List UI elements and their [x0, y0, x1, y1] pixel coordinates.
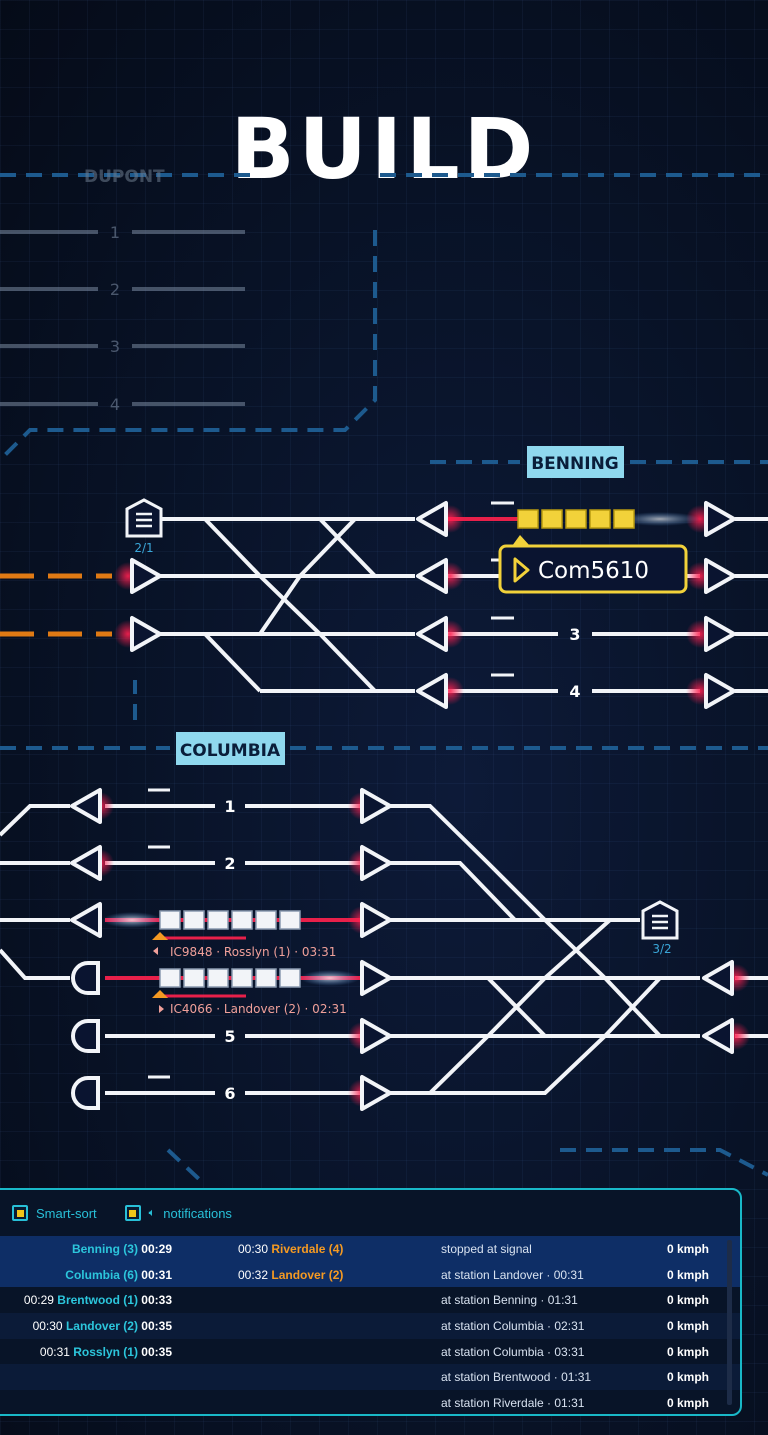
signal-glows	[114, 505, 714, 705]
train-speed: 0 kmph	[666, 1241, 709, 1256]
train-speed: 0 kmph	[666, 1395, 709, 1410]
checkbox-icon	[12, 1205, 28, 1221]
dupont-track-3: 3	[110, 337, 120, 356]
columbia-tag	[176, 732, 285, 765]
columbia-station: COLUMBIA 1 2 5	[0, 732, 768, 1111]
train-tooltip[interactable]: Com5610	[498, 535, 688, 594]
benning-station: BENNING 3	[0, 446, 768, 709]
columbia-tracks	[0, 804, 768, 1095]
buffer-stop-icon	[71, 961, 100, 995]
signal-icon[interactable]	[360, 960, 392, 996]
track-map[interactable]: DUPONT 1 2 3 4 BENNING	[0, 0, 768, 1180]
train-status: at station Benning · 01:31	[441, 1293, 578, 1308]
train-row[interactable]: 00:29 Brentwood (1) 00:33 at station Ben…	[23, 1293, 709, 1308]
signal-icon[interactable]	[416, 616, 448, 652]
signal-icon[interactable]	[130, 558, 162, 594]
dupont-label: DUPONT	[84, 167, 165, 187]
train-ic9848[interactable]: IC9848 · Rosslyn (1) · 03:31	[102, 910, 336, 959]
train-status: at station Columbia · 03:31	[441, 1344, 585, 1359]
signal-icon[interactable]	[130, 616, 162, 652]
train-row[interactable]: Columbia (6) 00:31 00:32 Landover (2) at…	[0, 1261, 740, 1288]
depot-count: 3/2	[652, 942, 671, 956]
speaker-icon: 🔈︎	[148, 1206, 156, 1219]
signal-icon[interactable]	[704, 558, 736, 594]
train-status: at station Riverdale · 01:31	[441, 1395, 585, 1410]
district-border	[0, 173, 768, 1180]
signal-icon[interactable]	[360, 1018, 392, 1054]
depot-count: 2/1	[134, 541, 153, 555]
signal-icon[interactable]	[360, 845, 392, 881]
train-status: at station Columbia · 02:31	[441, 1318, 585, 1333]
train-row[interactable]: at station Brentwood · 01:31 0 kmph	[0, 1364, 740, 1391]
buffer-stop-icon	[71, 1019, 100, 1053]
signal-icon[interactable]	[360, 788, 392, 824]
columbia-track-5: 5	[224, 1027, 235, 1046]
smart-sort-label: Smart-sort	[36, 1205, 97, 1221]
play-icon	[513, 557, 530, 583]
signal-icon[interactable]	[70, 845, 102, 881]
train-status: at station Brentwood · 01:31	[441, 1370, 592, 1385]
columbia-label: COLUMBIA	[180, 741, 281, 761]
orange-line	[0, 573, 112, 637]
train-speed: 0 kmph	[666, 1293, 709, 1308]
dupont-station: DUPONT 1 2 3 4	[0, 167, 245, 414]
train-com5610[interactable]	[517, 509, 700, 529]
signal-icon[interactable]	[360, 902, 392, 938]
benning-tracks	[160, 517, 768, 693]
train-speed: 0 kmph	[666, 1318, 709, 1333]
buffer-stop-icon	[71, 1076, 100, 1110]
signal-icon[interactable]	[704, 616, 736, 652]
columbia-track-2: 2	[224, 854, 235, 873]
train-status: stopped at signal	[441, 1241, 532, 1256]
train-row[interactable]: at station Riverdale · 01:31 0 kmph	[0, 1390, 740, 1414]
train-tag-ic9848: IC9848 · Rosslyn (1) · 03:31	[170, 945, 336, 959]
panel-toolbar: Smart-sort 🔈︎ notifications	[0, 1190, 740, 1236]
benning-label: BENNING	[531, 454, 619, 474]
train-speed: 0 kmph	[666, 1344, 709, 1359]
train-list-panel: Smart-sort 🔈︎ notifications Benning (3) …	[0, 1188, 742, 1416]
benning-track-3: 3	[569, 625, 580, 644]
train-ic4066[interactable]: IC4066 · Landover (2) · 02:31	[152, 968, 360, 1016]
signal-icon[interactable]	[702, 960, 734, 996]
dupont-track-4: 4	[110, 395, 120, 414]
depot-icon[interactable]	[641, 900, 679, 940]
signal-icon[interactable]	[704, 673, 736, 709]
benning-tag	[527, 446, 624, 478]
signal-icon[interactable]	[416, 673, 448, 709]
train-row[interactable]: 00:31 Rosslyn (1) 00:35 at station Colum…	[39, 1344, 709, 1359]
train-speed: 0 kmph	[666, 1370, 709, 1385]
checkbox-icon	[124, 1205, 141, 1221]
signal-icon[interactable]	[704, 501, 736, 537]
notifications-label: notifications	[163, 1205, 232, 1221]
scrollbar[interactable]	[727, 1240, 732, 1405]
train-speed: 0 kmph	[666, 1267, 709, 1282]
signal-icon[interactable]	[416, 558, 448, 594]
columbia-track-1: 1	[224, 797, 235, 816]
train-row[interactable]: 00:30 Landover (2) 00:35 at station Colu…	[0, 1313, 740, 1339]
train-tooltip-label: Com5610	[538, 558, 649, 584]
signal-icon[interactable]	[416, 501, 448, 537]
dupont-track-1: 1	[110, 223, 120, 242]
train-tag-ic4066: IC4066 · Landover (2) · 02:31	[170, 1002, 347, 1016]
signal-icon[interactable]	[70, 902, 102, 938]
dupont-track-2: 2	[110, 280, 120, 299]
train-status: at station Landover · 00:31	[441, 1267, 584, 1282]
smart-sort-toggle[interactable]: Smart-sort	[12, 1205, 97, 1221]
signal-icon[interactable]	[70, 788, 102, 824]
notifications-toggle[interactable]: 🔈︎ notifications	[124, 1205, 232, 1221]
benning-track-4: 4	[569, 682, 580, 701]
signal-icon[interactable]	[702, 1018, 734, 1054]
columbia-track-6: 6	[224, 1084, 235, 1103]
depot-icon[interactable]	[125, 498, 163, 538]
train-row[interactable]: Benning (3) 00:29 00:30 Riverdale (4) st…	[0, 1236, 740, 1262]
signal-icon[interactable]	[360, 1075, 392, 1111]
headline: BUILD	[230, 100, 538, 198]
